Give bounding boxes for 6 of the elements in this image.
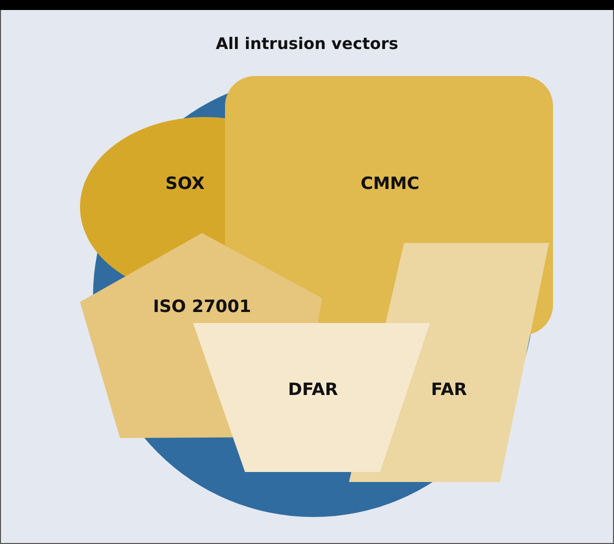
diagram-title: All intrusion vectors [214,34,400,53]
region-label: CMMC [360,174,420,194]
region-label: SOX [165,174,205,194]
region-label: DFAR [288,380,338,400]
region-label: FAR [431,380,467,400]
region-label: ISO 27001 [152,297,252,317]
